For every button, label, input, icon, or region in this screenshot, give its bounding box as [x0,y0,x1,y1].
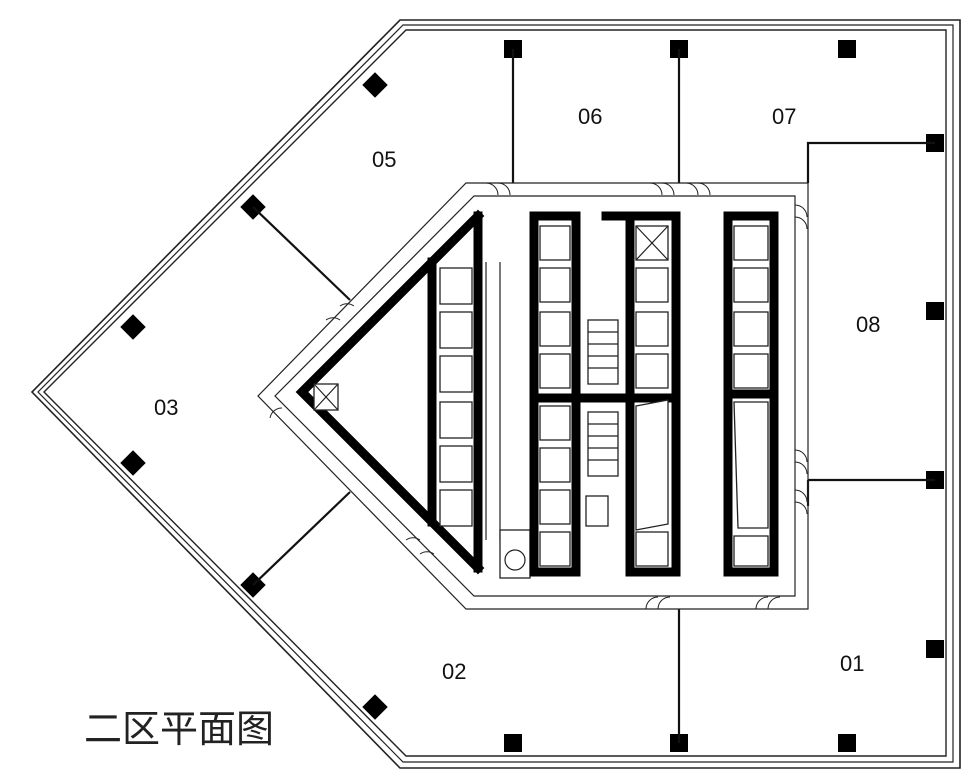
room-label-05: 05 [372,147,396,172]
elevator-bank-a [529,211,581,577]
room-label-08: 08 [856,312,880,337]
room-label-06: 06 [578,104,602,129]
corridor [257,182,809,610]
core-triangle [295,209,485,575]
room-label-03: 03 [154,395,178,420]
elevator-bank-b [625,211,681,577]
doors [269,182,808,610]
restroom-stalls [439,262,531,579]
plan-title: 二区平面图 [84,707,274,751]
room-label-01: 01 [840,651,864,676]
exterior-wall [30,19,961,769]
room-partitions [252,49,935,743]
elevator-bank-c [723,211,779,577]
stairwell [571,211,681,577]
room-label-02: 02 [442,659,466,684]
room-label-07: 07 [772,104,796,129]
